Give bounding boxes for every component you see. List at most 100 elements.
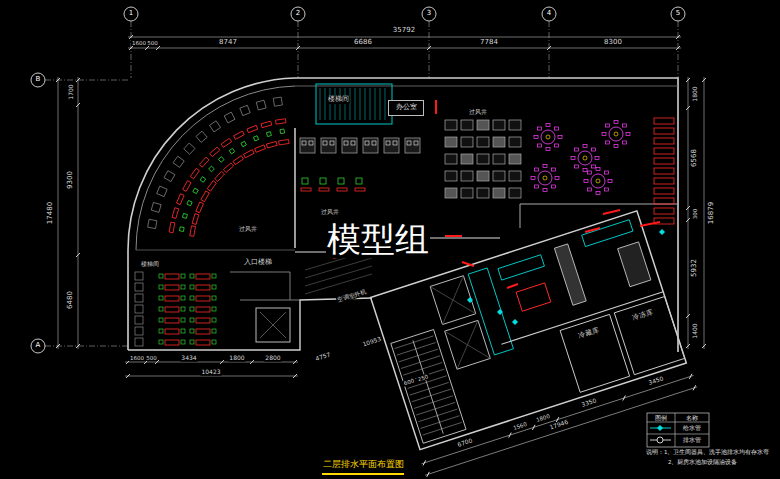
lift-shaft: [256, 308, 290, 342]
dimension-text: 6700: [456, 437, 474, 449]
booth-frame: [135, 327, 143, 335]
room-label: 空调室外机: [336, 288, 368, 304]
axis-line: [131, 21, 132, 78]
drain-pipe-mark: [507, 284, 518, 288]
chair: [591, 165, 595, 168]
chair: [604, 171, 608, 174]
corridor-line: [305, 258, 372, 278]
partition-wall: [136, 250, 295, 251]
dimension-tick: [547, 46, 551, 50]
dining-table: [165, 296, 179, 301]
dimension-text: 8300: [603, 39, 623, 47]
axis-line: [549, 21, 550, 78]
lift-cross: [260, 312, 286, 338]
legend-sample: [657, 437, 663, 443]
drain-pipe-mark: [435, 100, 437, 114]
dimension-line: [704, 77, 705, 349]
dimension-tick: [531, 425, 536, 430]
drain-pipe-mark: [445, 235, 462, 237]
dining-table: [461, 137, 473, 147]
chair: [280, 129, 285, 134]
chair: [209, 166, 215, 172]
chair: [159, 329, 163, 333]
chair: [393, 141, 397, 145]
chair: [241, 141, 246, 146]
round-table: [578, 151, 592, 165]
dining-table: [493, 154, 505, 164]
axis-number: 4: [546, 10, 552, 18]
dimension-line: [78, 77, 79, 349]
stair-divider: [413, 340, 443, 433]
title-underline: [322, 473, 404, 475]
booth-sofa: [654, 188, 674, 194]
chair: [190, 318, 194, 322]
booth-frame: [135, 272, 143, 280]
chair: [302, 178, 308, 184]
round-table: [609, 127, 623, 141]
kitchen-counter: [516, 283, 551, 311]
stair-tread: [412, 389, 451, 402]
dimension-tick: [250, 360, 254, 364]
chair: [386, 141, 390, 145]
dimension-text: 7784: [479, 39, 499, 47]
room-box: 办公室: [388, 100, 424, 116]
room-label: 入口楼梯: [243, 259, 273, 267]
stair-tread: [360, 88, 361, 120]
chair: [595, 157, 599, 160]
chair: [182, 213, 187, 218]
chair: [614, 121, 618, 124]
booth-sofa: [172, 208, 179, 219]
legend-rule: [647, 434, 709, 435]
dining-table: [384, 138, 399, 153]
kitchen-counter: [498, 255, 545, 280]
drain-pipe-mark: [603, 210, 620, 214]
room-label: 楼梯间: [140, 261, 160, 268]
stair-tread: [399, 349, 438, 362]
chair: [212, 296, 216, 300]
chair: [181, 318, 185, 322]
partition-wall: [294, 128, 295, 248]
dimension-text: 500: [145, 355, 158, 361]
stair-tread: [335, 88, 336, 120]
cold-room: [614, 296, 684, 374]
booth-frame: [135, 294, 143, 302]
dimension-line: [128, 37, 681, 38]
booth-sofa: [255, 145, 266, 152]
dining-table: [461, 188, 473, 198]
dimension-text: 1400: [692, 322, 699, 339]
dimension-text: 500: [146, 40, 159, 46]
chair: [622, 141, 626, 144]
chair: [606, 124, 610, 127]
chair: [531, 177, 535, 180]
chair: [626, 133, 630, 136]
chair: [551, 185, 555, 188]
dimension-tick: [686, 314, 690, 318]
dimension-text: 2800: [264, 355, 281, 362]
booth-frame: [240, 105, 250, 115]
chair: [575, 148, 579, 151]
kitchen-counter: [618, 242, 651, 287]
booth-frame: [157, 186, 167, 196]
booth-sofa: [654, 118, 674, 124]
chair: [190, 274, 194, 278]
kitchen-counter: [582, 220, 633, 247]
chair: [365, 141, 369, 145]
cold-room: [560, 314, 630, 392]
stair-tread: [423, 422, 462, 435]
chair: [190, 329, 194, 333]
chair: [583, 145, 587, 148]
shaft: [430, 276, 476, 325]
booth-sofa: [223, 163, 233, 173]
axis-bubble: [291, 7, 305, 21]
room-label: 楼梯间: [327, 96, 350, 104]
booth-sofa: [243, 150, 254, 158]
booth-frame: [135, 305, 143, 313]
dimension-tick: [145, 46, 149, 50]
dimension-text: 35792: [392, 27, 416, 35]
chair: [622, 124, 626, 127]
booth-frame: [135, 338, 143, 346]
chair: [543, 165, 547, 168]
dimension-tick: [507, 433, 512, 438]
chair: [608, 180, 612, 183]
